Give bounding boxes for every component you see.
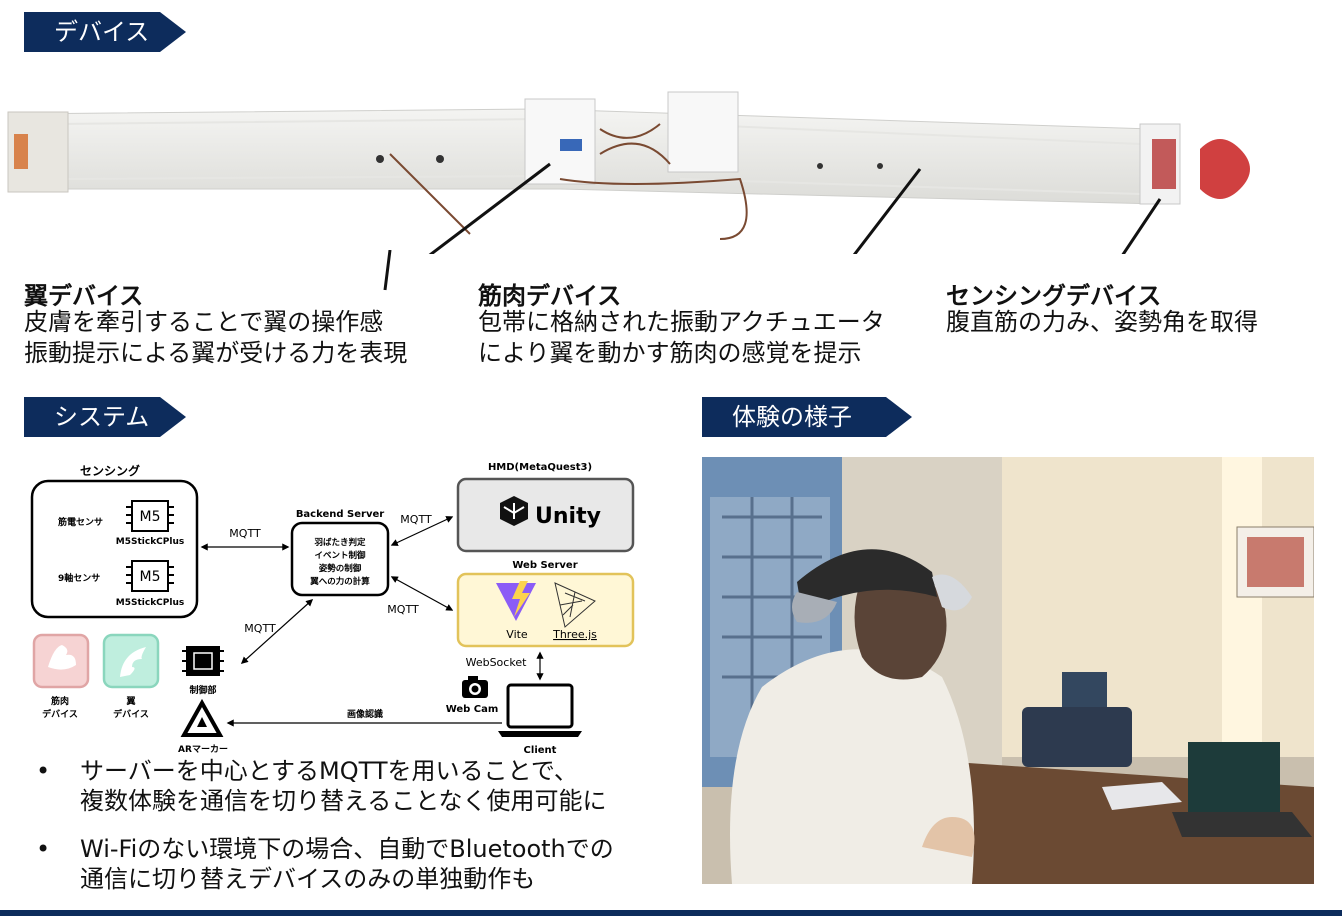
webserver-box: [456, 572, 635, 648]
muscle-device-title: 筋肉デバイス: [478, 282, 622, 310]
vite-icon: [496, 581, 536, 621]
threejs-label: Three.js: [552, 628, 597, 641]
svg-text:翼: 翼: [125, 696, 135, 707]
controller-label: 制御部: [189, 684, 216, 696]
svg-text:M5: M5: [140, 509, 161, 525]
svg-text:姿勢の制御: 姿勢の制御: [319, 563, 362, 574]
system-diagram: センシング 筋電センサ 9軸センサ M5 M5StickCPlus M5 M5S…: [30, 462, 635, 756]
experience-photo: [702, 457, 1314, 884]
unity-icon: [500, 496, 528, 526]
webserver-title: Web Server: [512, 560, 577, 571]
svg-text:羽ばたき判定: 羽ばたき判定: [314, 537, 366, 548]
system-bullets: • サーバーを中心とするMQTTを用いることで、 複数体験を通信を切り替えること…: [36, 756, 676, 912]
backend-title: Backend Server: [296, 509, 384, 520]
wing-device-title: 翼デバイス: [24, 282, 144, 310]
unity-label: Unity: [535, 504, 601, 529]
unity-box: [456, 477, 635, 553]
wing-device-desc: 皮膚を牽引することで翼の操作感振動提示による翼が受ける力を表現: [24, 308, 408, 367]
bullet-item-1: • サーバーを中心とするMQTTを用いることで、 複数体験を通信を切り替えること…: [36, 757, 607, 815]
sensing-device-title: センシングデバイス: [946, 282, 1162, 310]
client-label: Client: [524, 745, 557, 756]
chip-icon-2: M5: [126, 560, 174, 592]
vite-label: Vite: [506, 628, 528, 641]
webcam-label: Web Cam: [446, 704, 499, 715]
svg-text:MQTT: MQTT: [244, 622, 276, 635]
callout-lines: [383, 250, 392, 291]
svg-text:MQTT: MQTT: [400, 513, 432, 526]
sensing-title: センシング: [80, 463, 140, 478]
section-tag-system: システム: [24, 397, 186, 437]
emg-label: 筋電センサ: [57, 516, 103, 528]
ar-marker-icon: [180, 698, 224, 737]
svg-text:デバイス: デバイス: [42, 708, 78, 720]
bullet-item-2: • Wi-Fiのない環境下の場合、自動でBluetoothでの 通信に切り替えデ…: [36, 835, 614, 893]
svg-text:MQTT: MQTT: [387, 603, 419, 616]
laptop-icon: [498, 683, 582, 737]
bullet-marker: •: [36, 757, 51, 785]
hmd-title: HMD(MetaQuest3): [488, 462, 592, 473]
footer-accent-line: [0, 910, 1342, 916]
ar-marker-label: ARマーカー: [178, 744, 228, 755]
belt-device-photo: [7, 91, 1250, 254]
camera-icon: [462, 676, 488, 698]
chip-name-2: M5StickCPlus: [116, 598, 184, 608]
svg-text:MQTT: MQTT: [229, 527, 261, 540]
sensing-box: [30, 479, 199, 619]
svg-text:デバイス: デバイス: [113, 708, 149, 720]
section-tag-device: デバイス: [24, 12, 186, 52]
chip-name-1: M5StickCPlus: [116, 537, 184, 547]
section-tag-experience: 体験の様子: [702, 397, 912, 437]
sensing-device-desc: 腹直筋の力み、姿勢角を取得: [946, 308, 1258, 336]
threejs-icon: [554, 582, 596, 628]
image-recog-label: 画像認識: [347, 708, 383, 720]
imu-label: 9軸センサ: [58, 572, 100, 584]
svg-text:翼への力の計算: 翼への力の計算: [309, 576, 370, 587]
svg-text:イベント制御: イベント制御: [314, 550, 366, 561]
muscle-device-desc: 包帯に格納された振動アクチュエータにより翼を動かす筋肉の感覚を提示: [478, 308, 885, 367]
websocket-label: WebSocket: [466, 656, 527, 669]
chip-icon-1: M5: [126, 500, 174, 532]
backend-box: [290, 521, 390, 597]
bullet-marker: •: [36, 835, 51, 863]
svg-text:筋肉: 筋肉: [50, 695, 69, 707]
controller-chip-icon: [182, 646, 224, 676]
svg-text:M5: M5: [140, 569, 161, 585]
